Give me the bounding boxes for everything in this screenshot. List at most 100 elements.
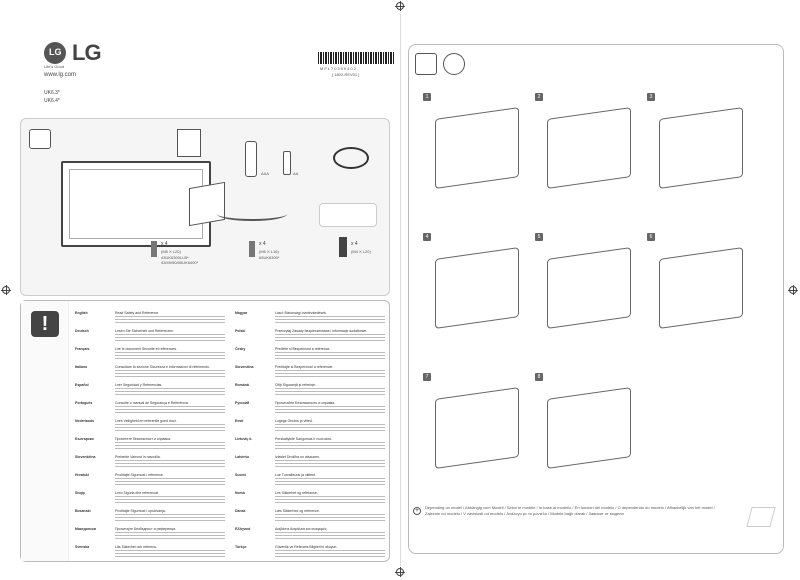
- step-panel: 2: [535, 93, 639, 213]
- language-title: Læs Sikkerhed og reference.: [275, 509, 320, 513]
- language-title: Pročitajte Sigurnost i upućivanja.: [115, 509, 166, 513]
- language-title: Consultare la sezione Sicurezza e inform…: [115, 365, 210, 369]
- step-illustration: [435, 387, 519, 469]
- language-body-text: [275, 316, 385, 323]
- language-title: Izlasiet Drošība un atsauces.: [275, 455, 320, 459]
- warning-icon: !: [31, 311, 59, 337]
- barcode-number: MFL70399402: [320, 66, 357, 71]
- language-body-text: [115, 442, 225, 449]
- screw-c-size: (M4 X L20): [351, 249, 371, 254]
- step-number: 3: [647, 93, 655, 101]
- language-name: Français: [75, 347, 90, 351]
- brand-name: LG: [72, 40, 102, 65]
- step-number: 7: [423, 373, 431, 381]
- language-body-text: [275, 370, 385, 377]
- language-title: Прочитајте Безбедност и референци.: [115, 527, 177, 531]
- step-panel: 4: [423, 233, 527, 353]
- remote-small-icon: [283, 151, 291, 175]
- language-body-text: [275, 496, 385, 503]
- step-panel: 3: [647, 93, 751, 213]
- website: www.lg.com: [44, 72, 77, 78]
- step-panel: 7: [423, 373, 527, 493]
- language-name: Ελληνικά: [235, 527, 251, 531]
- language-name: Česky: [235, 347, 246, 351]
- language-body-text: [115, 352, 225, 359]
- language-title: Güvenlik ve Referans Bilgileri'ni okuyun…: [275, 545, 338, 549]
- lg-logo-icon: LG: [44, 42, 66, 64]
- language-body-text: [115, 424, 225, 431]
- language-body-text: [275, 550, 385, 557]
- safety-box: ! English Read Safety and Reference. Deuts…: [20, 300, 390, 562]
- step-number: 8: [535, 373, 543, 381]
- step-panel: 1: [423, 93, 527, 213]
- language-body-text: [275, 406, 385, 413]
- step-number: 5: [535, 233, 543, 241]
- left-page: LG LG Life's Good www.lg.com UK6.3* UK6.…: [14, 18, 394, 566]
- language-name: English: [75, 311, 88, 315]
- step-illustration: [435, 247, 519, 329]
- no-tools-icon: [443, 53, 465, 75]
- language-name: Deutsch: [75, 329, 89, 333]
- screw-b-icon: [249, 241, 255, 257]
- language-name: Norsk: [235, 491, 245, 495]
- language-body-text: [275, 424, 385, 431]
- screw-b-models: 65UK6300*: [259, 255, 280, 260]
- language-body-text: [115, 316, 225, 323]
- language-name: Hrvatski: [75, 473, 89, 477]
- screw-a-size: (M5 X L20): [161, 249, 181, 254]
- language-title: Przeczytaj Zasady bezpieczeństwa i infor…: [275, 329, 368, 333]
- language-body-text: [115, 406, 225, 413]
- language-name: Italiano: [75, 365, 88, 369]
- step-panel: 6: [647, 233, 751, 353]
- language-name: Svenska: [75, 545, 90, 549]
- model-1: UK6.3*: [44, 90, 60, 96]
- language-name: Македонски: [75, 527, 96, 531]
- language-name: Български: [75, 437, 94, 441]
- screw-c-icon: [339, 237, 347, 257]
- language-title: Citiţi Siguranţă şi referinţe.: [275, 383, 317, 387]
- language-title: Read Safety and Reference.: [115, 311, 160, 315]
- screw-c-qty: x 4: [351, 241, 358, 247]
- language-body-text: [275, 514, 385, 521]
- power-cable-icon: [333, 147, 369, 169]
- registration-mark-top: [395, 1, 405, 11]
- step-number: 2: [535, 93, 543, 101]
- step-illustration: [659, 107, 743, 189]
- model-2: UK6.4*: [44, 98, 60, 104]
- language-name: Polski: [235, 329, 246, 333]
- language-title: Lue Turvallisuus ja viitteet.: [275, 473, 317, 477]
- language-body-text: [275, 388, 385, 395]
- language-name: Lietuvių k.: [235, 437, 253, 441]
- lg-logo: LG LG: [44, 40, 102, 66]
- language-title: Läs Säkerhet och referens.: [115, 545, 158, 549]
- language-title: Lugege Ohutus ja viited.: [275, 419, 313, 423]
- language-title: Consulte o manual de Segurança e Referên…: [115, 401, 189, 405]
- language-name: Eesti: [235, 419, 244, 423]
- fold-line: [400, 14, 401, 566]
- language-title: Perskaitykite Saugumas ir nuorodos.: [275, 437, 332, 441]
- step-number: 1: [423, 93, 431, 101]
- language-name: Türkçe: [235, 545, 247, 549]
- components-box: AAA AA x 4 (M5 X L20) 43UK6300LLB* 43/49…: [20, 118, 390, 296]
- language-title: Preberite Varnost in navodila.: [115, 455, 161, 459]
- language-name: Bosanski: [75, 509, 91, 513]
- screw-b-qty: x 4: [259, 241, 266, 247]
- language-name: Shqip: [75, 491, 85, 495]
- language-body-text: [275, 334, 385, 341]
- tools-icon: [415, 53, 437, 75]
- manual-icon: [177, 129, 201, 157]
- language-title: Διαβάστε Ασφάλεια και αναφορές.: [275, 527, 328, 531]
- brand-tagline: Life's Good: [44, 64, 65, 69]
- language-title: Lire le document Sécurité et références.: [115, 347, 178, 351]
- language-body-text: [275, 532, 385, 539]
- language-title: Pročitajte Sigurnost i reference.: [115, 473, 164, 477]
- language-title: Lees Veiligheid en referentie goed door.: [115, 419, 177, 423]
- language-title: Lesen Sie Sicherheit und Referenzen.: [115, 329, 174, 333]
- language-name: Română: [235, 383, 249, 387]
- registration-mark-right: [788, 285, 798, 295]
- language-name: Suomi: [235, 473, 246, 477]
- language-name: Nederlands: [75, 419, 95, 423]
- language-name: Magyar: [235, 311, 248, 315]
- optional-plus-icon: +: [413, 507, 421, 515]
